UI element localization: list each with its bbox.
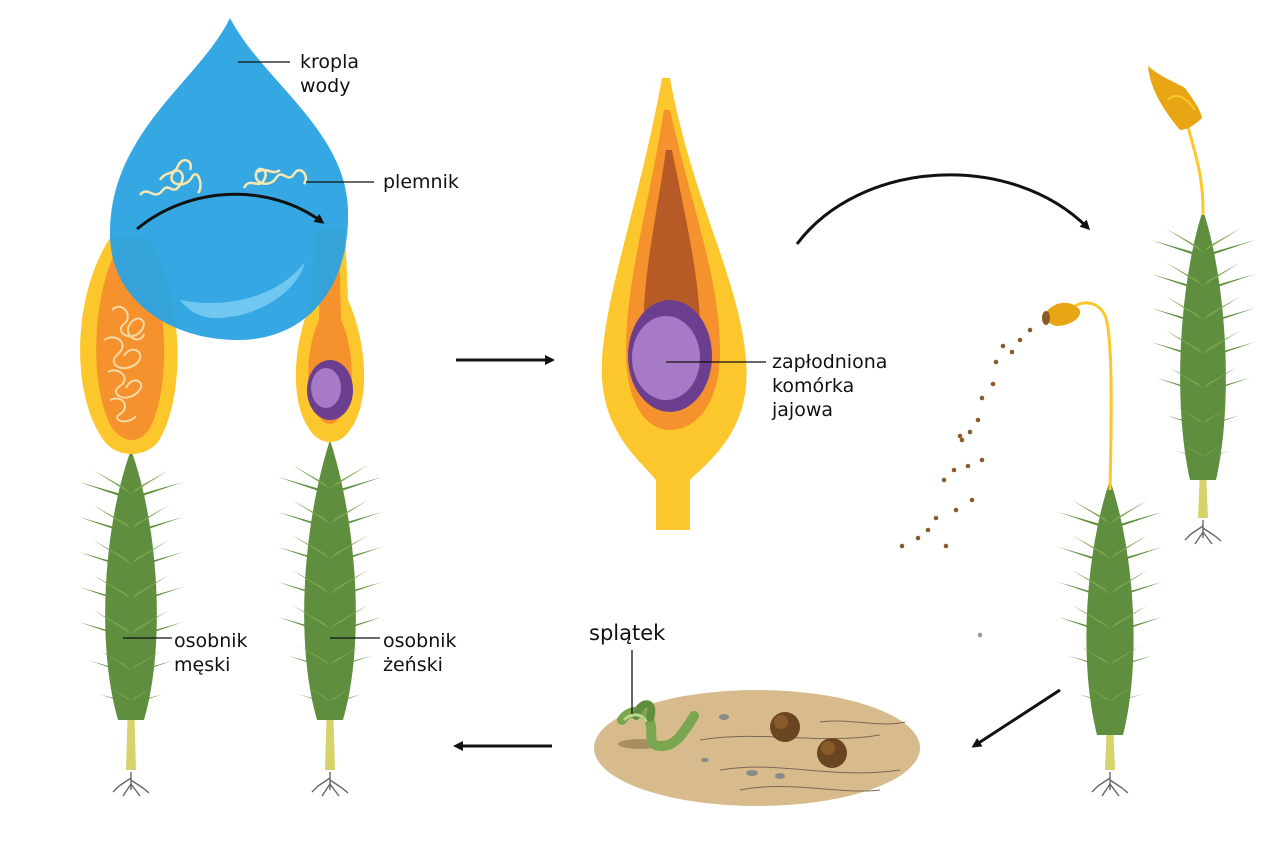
label-line: żeński xyxy=(383,654,443,676)
label-line: wody xyxy=(300,75,351,97)
label-line: zapłodniona xyxy=(772,351,888,373)
male-moss-plant xyxy=(79,450,183,797)
label-sperm: plemnik xyxy=(383,170,459,194)
label-protonema: splątek xyxy=(589,621,665,645)
spores xyxy=(899,327,1033,638)
moss-with-capsule xyxy=(1042,301,1162,797)
arrow-icon xyxy=(795,173,1091,245)
soil-with-protonema xyxy=(594,690,920,806)
label-line: osobnik xyxy=(174,630,248,652)
label-fertilized-egg: zapłodniona komórka jajowa xyxy=(772,350,887,422)
female-moss-plant xyxy=(278,440,382,797)
label-line: męski xyxy=(174,654,231,676)
fertilized-archegonium xyxy=(601,78,747,530)
label-line: komórka xyxy=(772,375,855,397)
label-line: kropla xyxy=(300,51,360,73)
label-line: jajowa xyxy=(772,399,834,421)
water-drop xyxy=(109,18,349,340)
label-water-drop: kropla wody xyxy=(300,50,359,98)
label-male: osobnik męski xyxy=(174,629,248,677)
label-line: osobnik xyxy=(383,630,457,652)
arrow-icon xyxy=(971,688,1061,748)
label-line: splątek xyxy=(589,621,666,645)
label-female: osobnik żeński xyxy=(383,629,457,677)
moss-with-open-capsule xyxy=(1148,66,1255,545)
label-line: plemnik xyxy=(383,171,459,193)
